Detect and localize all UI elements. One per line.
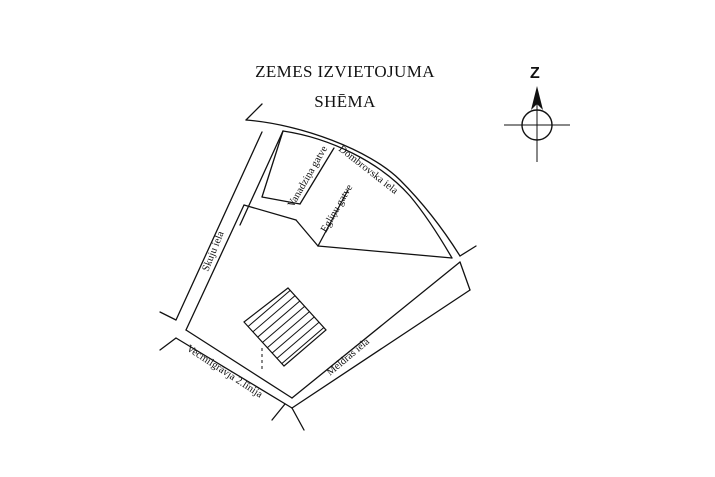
hatched-parcel [243,287,327,372]
street-label-meldras: Meldras iela [325,336,372,378]
street-label-vanadzina: Vanadziņa gatve [286,144,330,210]
north-letter: Z [530,65,540,82]
bottom-roads [159,261,471,431]
inner-block-roads [243,130,453,259]
skuju-road [159,130,284,331]
map-title-line-2: SHĒMA [314,92,376,111]
map-title-line-1: ZEMES IZVIETOJUMA [255,62,435,81]
compass-north-icon: Z [504,65,570,162]
dombrovska-road [245,103,477,291]
street-label-eglinu: Egliņu gatve [319,182,355,234]
